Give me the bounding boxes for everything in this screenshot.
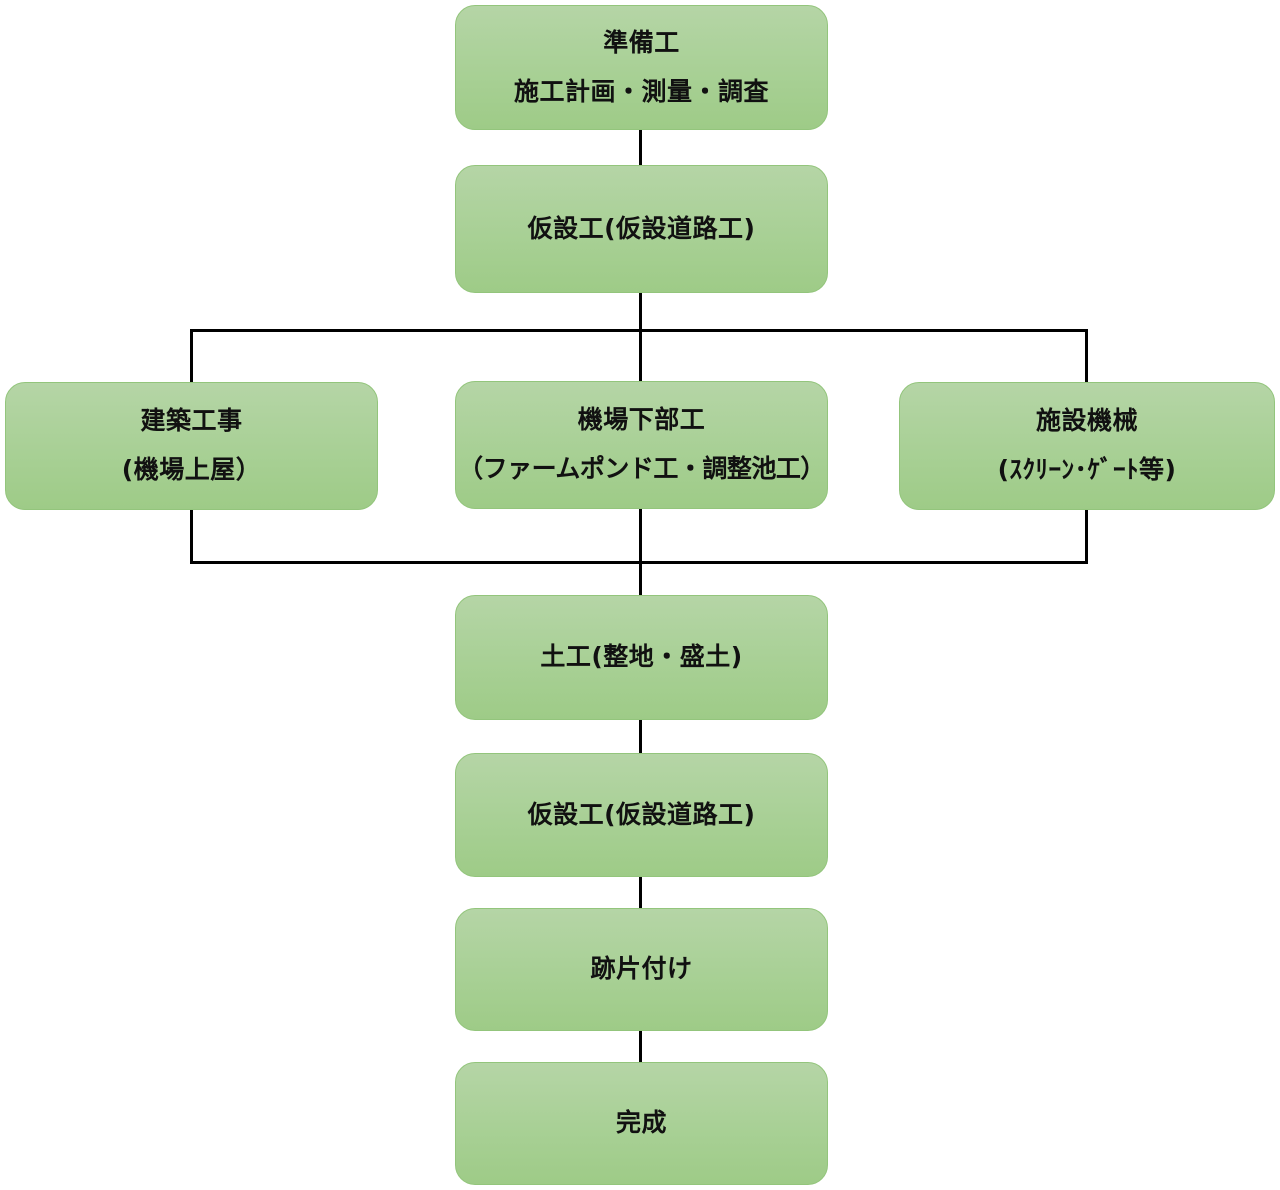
node-completion-title: 完成 xyxy=(615,1108,667,1138)
connector-merge-left-up xyxy=(190,510,193,564)
node-site-cleanup-title: 跡片付け xyxy=(590,954,693,984)
node-temporary-works-1-title: 仮設工(仮設道路工) xyxy=(527,213,756,243)
connector-preparation-to-temporary-works xyxy=(639,130,642,165)
node-building-works-subtitle: (機場上屋） xyxy=(121,455,262,484)
node-facility-machinery-subtitle: (ｽｸﾘｰﾝ･ｹﾞｰﾄ等) xyxy=(997,455,1177,484)
connector-merge-right-up xyxy=(1085,510,1088,564)
connector-temporary-works-to-branch xyxy=(639,293,642,381)
node-site-cleanup: 跡片付け xyxy=(455,908,828,1031)
node-temporary-works-2-title: 仮設工(仮設道路工) xyxy=(527,799,756,829)
node-earthworks: 土工(整地・盛土) xyxy=(455,595,828,720)
node-pump-station-substructure-title: 機場下部工 xyxy=(577,405,706,435)
node-facility-machinery: 施設機械 (ｽｸﾘｰﾝ･ｹﾞｰﾄ等) xyxy=(899,382,1275,510)
node-building-works: 建築工事 (機場上屋） xyxy=(5,382,378,510)
node-preparation: 準備工 施工計画・測量・調査 xyxy=(455,5,828,130)
connector-branch-right-down xyxy=(1085,329,1088,382)
node-pump-station-substructure: 機場下部工 （ファームポンド工・調整池工） xyxy=(455,381,828,509)
connector-temporary-works-to-cleanup xyxy=(639,877,642,908)
node-building-works-title: 建築工事 xyxy=(140,406,243,436)
node-temporary-works-1: 仮設工(仮設道路工) xyxy=(455,165,828,293)
connector-merge-to-earthworks xyxy=(639,509,642,595)
node-preparation-subtitle: 施工計画・測量・調査 xyxy=(513,76,769,106)
connector-cleanup-to-completion xyxy=(639,1031,642,1062)
node-preparation-title: 準備工 xyxy=(603,27,680,57)
connector-branch-top-horizontal xyxy=(190,329,1088,332)
node-completion: 完成 xyxy=(455,1062,828,1185)
node-earthworks-title: 土工(整地・盛土) xyxy=(540,642,743,672)
connector-branch-left-down xyxy=(190,329,193,382)
node-pump-station-substructure-subtitle: （ファームポンド工・調整池工） xyxy=(458,454,825,483)
node-temporary-works-2: 仮設工(仮設道路工) xyxy=(455,753,828,877)
node-facility-machinery-title: 施設機械 xyxy=(1035,406,1138,436)
connector-earthworks-to-temporary-works xyxy=(639,720,642,753)
